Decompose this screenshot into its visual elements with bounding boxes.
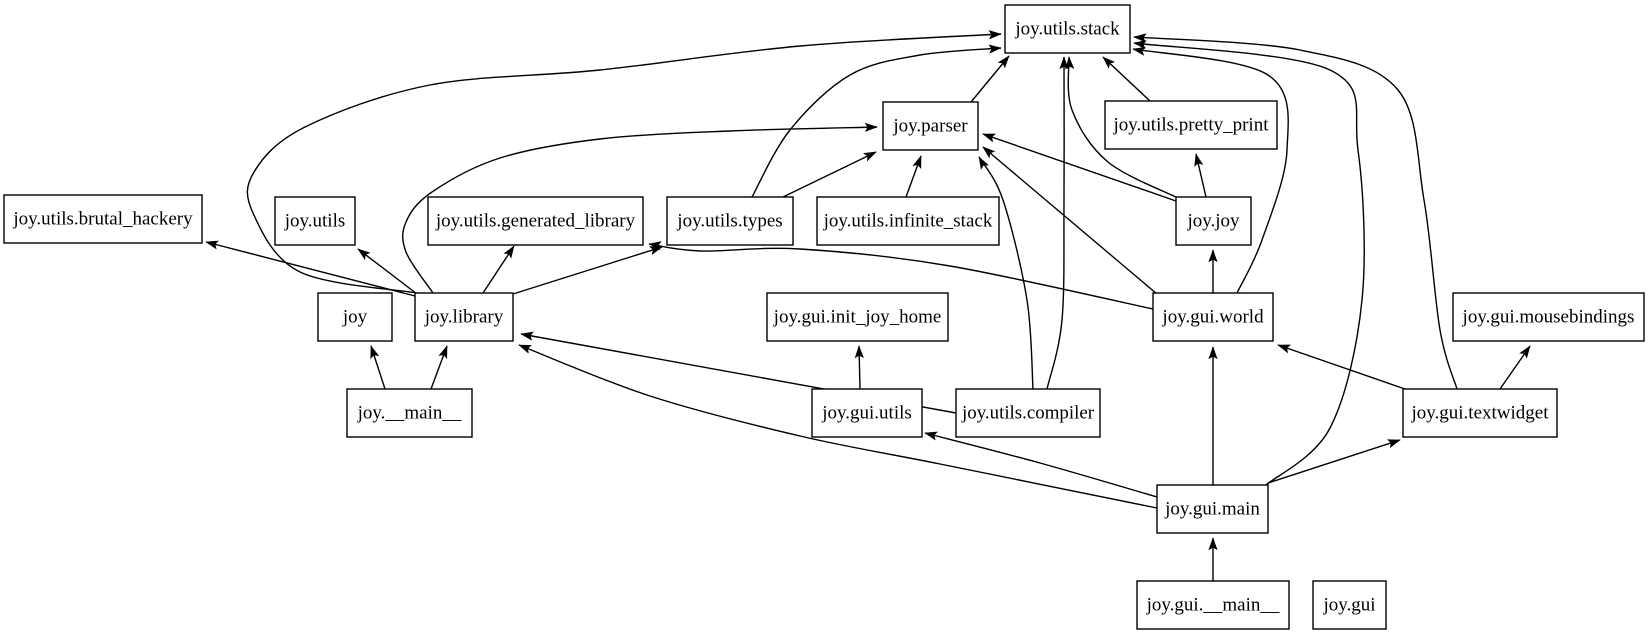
edge-infinite_stack-to-parser [905, 155, 922, 198]
node-textwidget: joy.gui.textwidget [1402, 388, 1558, 438]
node-box-parser [882, 101, 979, 151]
node-world: joy.gui.world [1152, 292, 1274, 342]
node-brutal_hackery: joy.utils.brutal_hackery [3, 194, 203, 244]
edges-layer [205, 30, 1531, 581]
node-box-gui_utils [811, 388, 923, 438]
edge-world-to-parser [982, 146, 1158, 295]
node-box-compiler [955, 388, 1101, 438]
node-label-gui_main_: joy.gui.__main__ [1146, 595, 1280, 616]
edge-types-to-stack [751, 44, 1002, 198]
edge-library-to-generated_library [482, 245, 515, 294]
node-label-gui: joy.gui [1322, 595, 1375, 616]
node-box-gui_main [1156, 484, 1269, 534]
node-init_joy_home: joy.gui.init_joy_home [766, 292, 949, 342]
node-label-gui_utils: joy.gui.utils [821, 403, 912, 424]
node-main_: joy.__main__ [346, 388, 473, 438]
node-label-textwidget: joy.gui.textwidget [1410, 403, 1549, 424]
edge-gui_main-to-gui_utils [924, 431, 1158, 498]
node-box-generated_library [427, 196, 644, 246]
node-joy_joy: joy.joy [1175, 196, 1252, 246]
edge-gui_utils-to-init_joy_home [854, 345, 864, 390]
node-box-gui_main_ [1136, 580, 1290, 630]
edge-textwidget-to-world [1277, 344, 1406, 390]
node-box-mousebindings [1452, 292, 1645, 342]
node-gui_main: joy.gui.main [1156, 484, 1269, 534]
node-pretty_print: joy.utils.pretty_print [1104, 100, 1278, 150]
edge-types-to-parser [782, 151, 877, 198]
edge-library-to-types [512, 246, 663, 295]
node-label-joy: joy [342, 307, 368, 328]
node-utils: joy.utils [274, 196, 356, 246]
edge-joy_joy-to-pretty_print [1194, 153, 1207, 198]
node-box-world [1152, 292, 1274, 342]
node-label-main_: joy.__main__ [357, 403, 462, 424]
edge-library-to-brutal_hackery [205, 240, 416, 297]
edge-main_-to-joy [370, 345, 386, 390]
node-gui_utils: joy.gui.utils [811, 388, 923, 438]
edge-joy_joy-to-parser [982, 133, 1177, 202]
node-label-parser: joy.parser [892, 116, 968, 137]
node-stack: joy.utils.stack [1004, 4, 1131, 54]
node-box-joy [317, 292, 393, 342]
edge-joy_joy-to-stack [1065, 56, 1179, 199]
node-box-textwidget [1402, 388, 1558, 438]
node-label-mousebindings: joy.gui.mousebindings [1462, 307, 1635, 328]
edge-parser-to-stack [970, 55, 1010, 103]
node-label-compiler: joy.utils.compiler [961, 403, 1095, 424]
node-label-joy_joy: joy.joy [1186, 211, 1240, 232]
node-gui: joy.gui [1312, 580, 1387, 630]
edge-library-to-stack [246, 30, 1002, 294]
node-box-init_joy_home [766, 292, 949, 342]
node-label-infinite_stack: joy.utils.infinite_stack [823, 211, 993, 232]
node-box-gui [1312, 580, 1387, 630]
nodes-layer: joy.utils.stack joy.parser joy.utils.prett… [3, 4, 1645, 630]
node-label-init_joy_home: joy.gui.init_joy_home [773, 307, 942, 328]
node-box-main_ [346, 388, 473, 438]
node-label-types: joy.utils.types [676, 211, 782, 232]
node-compiler: joy.utils.compiler [955, 388, 1101, 438]
edge-compiler-to-stack [1046, 56, 1069, 390]
node-box-utils [274, 196, 356, 246]
node-label-gui_main: joy.gui.main [1164, 499, 1260, 520]
edge-gui_main-to-textwidget [1267, 439, 1401, 484]
node-label-stack: joy.utils.stack [1014, 19, 1120, 40]
node-label-pretty_print: joy.utils.pretty_print [1113, 115, 1270, 136]
edge-library-to-parser [401, 122, 878, 294]
node-box-library [414, 292, 514, 342]
node-library: joy.library [414, 292, 514, 342]
edge-world-to-stack [1132, 46, 1289, 294]
node-label-utils: joy.utils [284, 211, 346, 232]
node-box-infinite_stack [816, 196, 1000, 246]
node-box-types [666, 196, 794, 246]
edge-compiler-to-parser [978, 156, 1034, 390]
node-box-brutal_hackery [3, 194, 203, 244]
node-gui_main_: joy.gui.__main__ [1136, 580, 1290, 630]
node-label-brutal_hackery: joy.utils.brutal_hackery [12, 209, 193, 230]
edge-gui_main-to-stack [1133, 40, 1365, 486]
edge-textwidget-to-stack [1133, 33, 1458, 390]
edge-pretty_print-to-stack [1102, 56, 1151, 102]
edge-library-to-utils [357, 248, 418, 295]
node-generated_library: joy.utils.generated_library [427, 196, 644, 246]
node-joy: joy [317, 292, 393, 342]
edge-textwidget-to-mousebindings [1499, 345, 1531, 390]
node-box-pretty_print [1104, 100, 1278, 150]
edge-main_-to-library [430, 345, 448, 390]
edge-world-to-generated_library [648, 241, 1154, 310]
node-label-world: joy.gui.world [1161, 307, 1264, 328]
node-label-generated_library: joy.utils.generated_library [435, 211, 636, 232]
node-label-library: joy.library [424, 307, 504, 328]
node-mousebindings: joy.gui.mousebindings [1452, 292, 1645, 342]
node-parser: joy.parser [882, 101, 979, 151]
edge-gui_main-to-library [518, 344, 1158, 509]
node-box-joy_joy [1175, 196, 1252, 246]
node-infinite_stack: joy.utils.infinite_stack [816, 196, 1000, 246]
node-types: joy.utils.types [666, 196, 794, 246]
node-box-stack [1004, 4, 1131, 54]
